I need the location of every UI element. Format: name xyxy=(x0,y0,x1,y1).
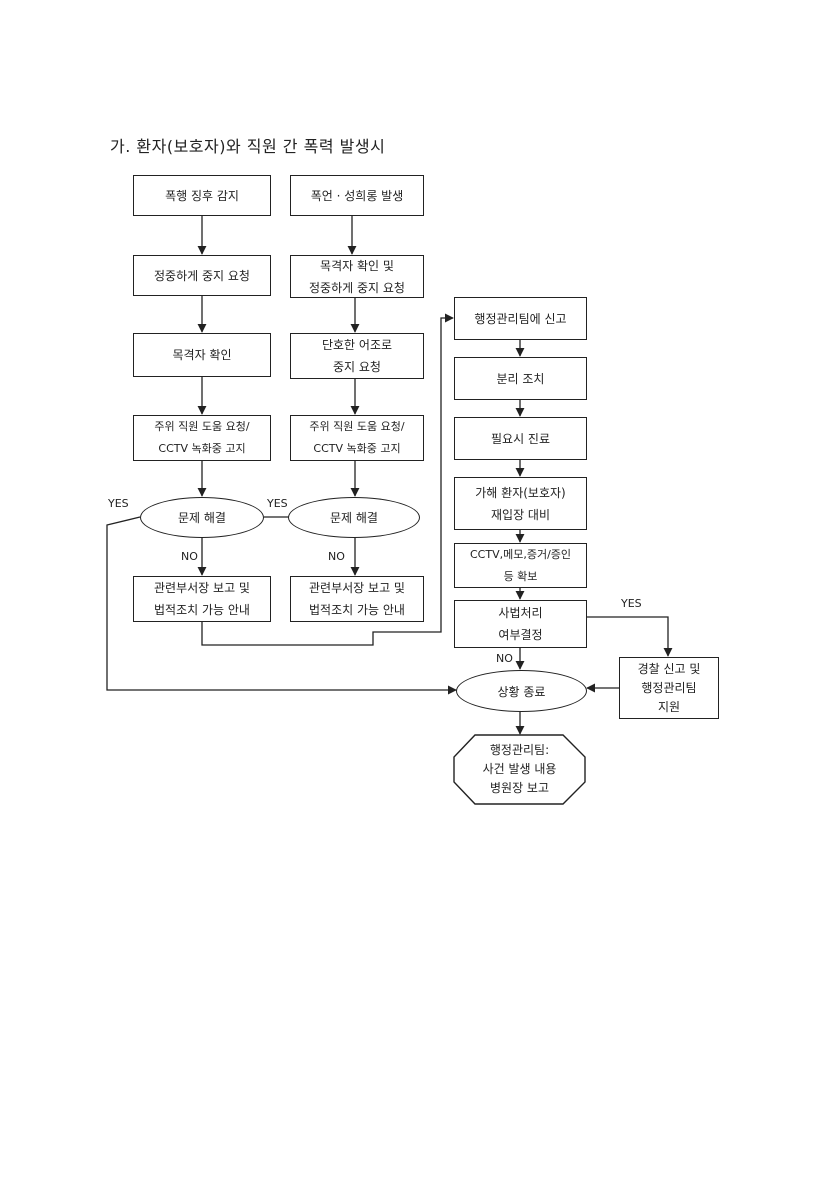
right-step-secure-evidence: CCTV,메모,증거/증인 등 확보 xyxy=(454,543,587,588)
left-step-polite-stop-request: 정중하게 중지 요청 xyxy=(133,255,271,296)
right-decision-legal-action: 사법처리 여부결정 xyxy=(454,600,587,648)
label-yes-left: YES xyxy=(108,497,129,510)
right-step-police-report: 경찰 신고 및 행정관리팀 지원 xyxy=(619,657,719,719)
middle-step-witness-polite-stop: 목격자 확인 및 정중하게 중지 요청 xyxy=(290,255,424,298)
label-no-left: NO xyxy=(181,550,198,563)
right-step-reentry-prep: 가해 환자(보호자) 재입장 대비 xyxy=(454,477,587,530)
right-step-director-report: 행정관리팀: 사건 발생 내용 병원장 보고 xyxy=(482,743,557,795)
label-yes-right: YES xyxy=(621,597,642,610)
label-no-middle: NO xyxy=(328,550,345,563)
label-no-right: NO xyxy=(496,652,513,665)
label-yes-middle: YES xyxy=(267,497,288,510)
left-decision-resolved: 문제 해결 xyxy=(140,497,264,538)
left-step-detect-signs: 폭행 징후 감지 xyxy=(133,175,271,216)
left-step-report-legal: 관련부서장 보고 및 법적조치 가능 안내 xyxy=(133,576,271,622)
middle-decision-resolved: 문제 해결 xyxy=(288,497,420,538)
middle-step-verbal-abuse: 폭언 · 성희롱 발생 xyxy=(290,175,424,216)
left-step-request-help: 주위 직원 도움 요청/ CCTV 녹화중 고지 xyxy=(133,415,271,461)
report-octagon-shape xyxy=(453,734,586,805)
right-terminal-end: 상황 종료 xyxy=(456,670,587,712)
page-title: 가. 환자(보호자)와 직원 간 폭력 발생시 xyxy=(110,137,386,156)
middle-step-firm-stop-request: 단호한 어조로 중지 요청 xyxy=(290,333,424,379)
left-step-confirm-witness: 목격자 확인 xyxy=(133,333,271,377)
right-step-treatment: 필요시 진료 xyxy=(454,417,587,460)
middle-step-report-legal: 관련부서장 보고 및 법적조치 가능 안내 xyxy=(290,576,424,622)
right-step-report-admin: 행정관리팀에 신고 xyxy=(454,297,587,340)
right-step-separate: 분리 조치 xyxy=(454,357,587,400)
middle-step-request-help: 주위 직원 도움 요청/ CCTV 녹화중 고지 xyxy=(290,415,424,461)
